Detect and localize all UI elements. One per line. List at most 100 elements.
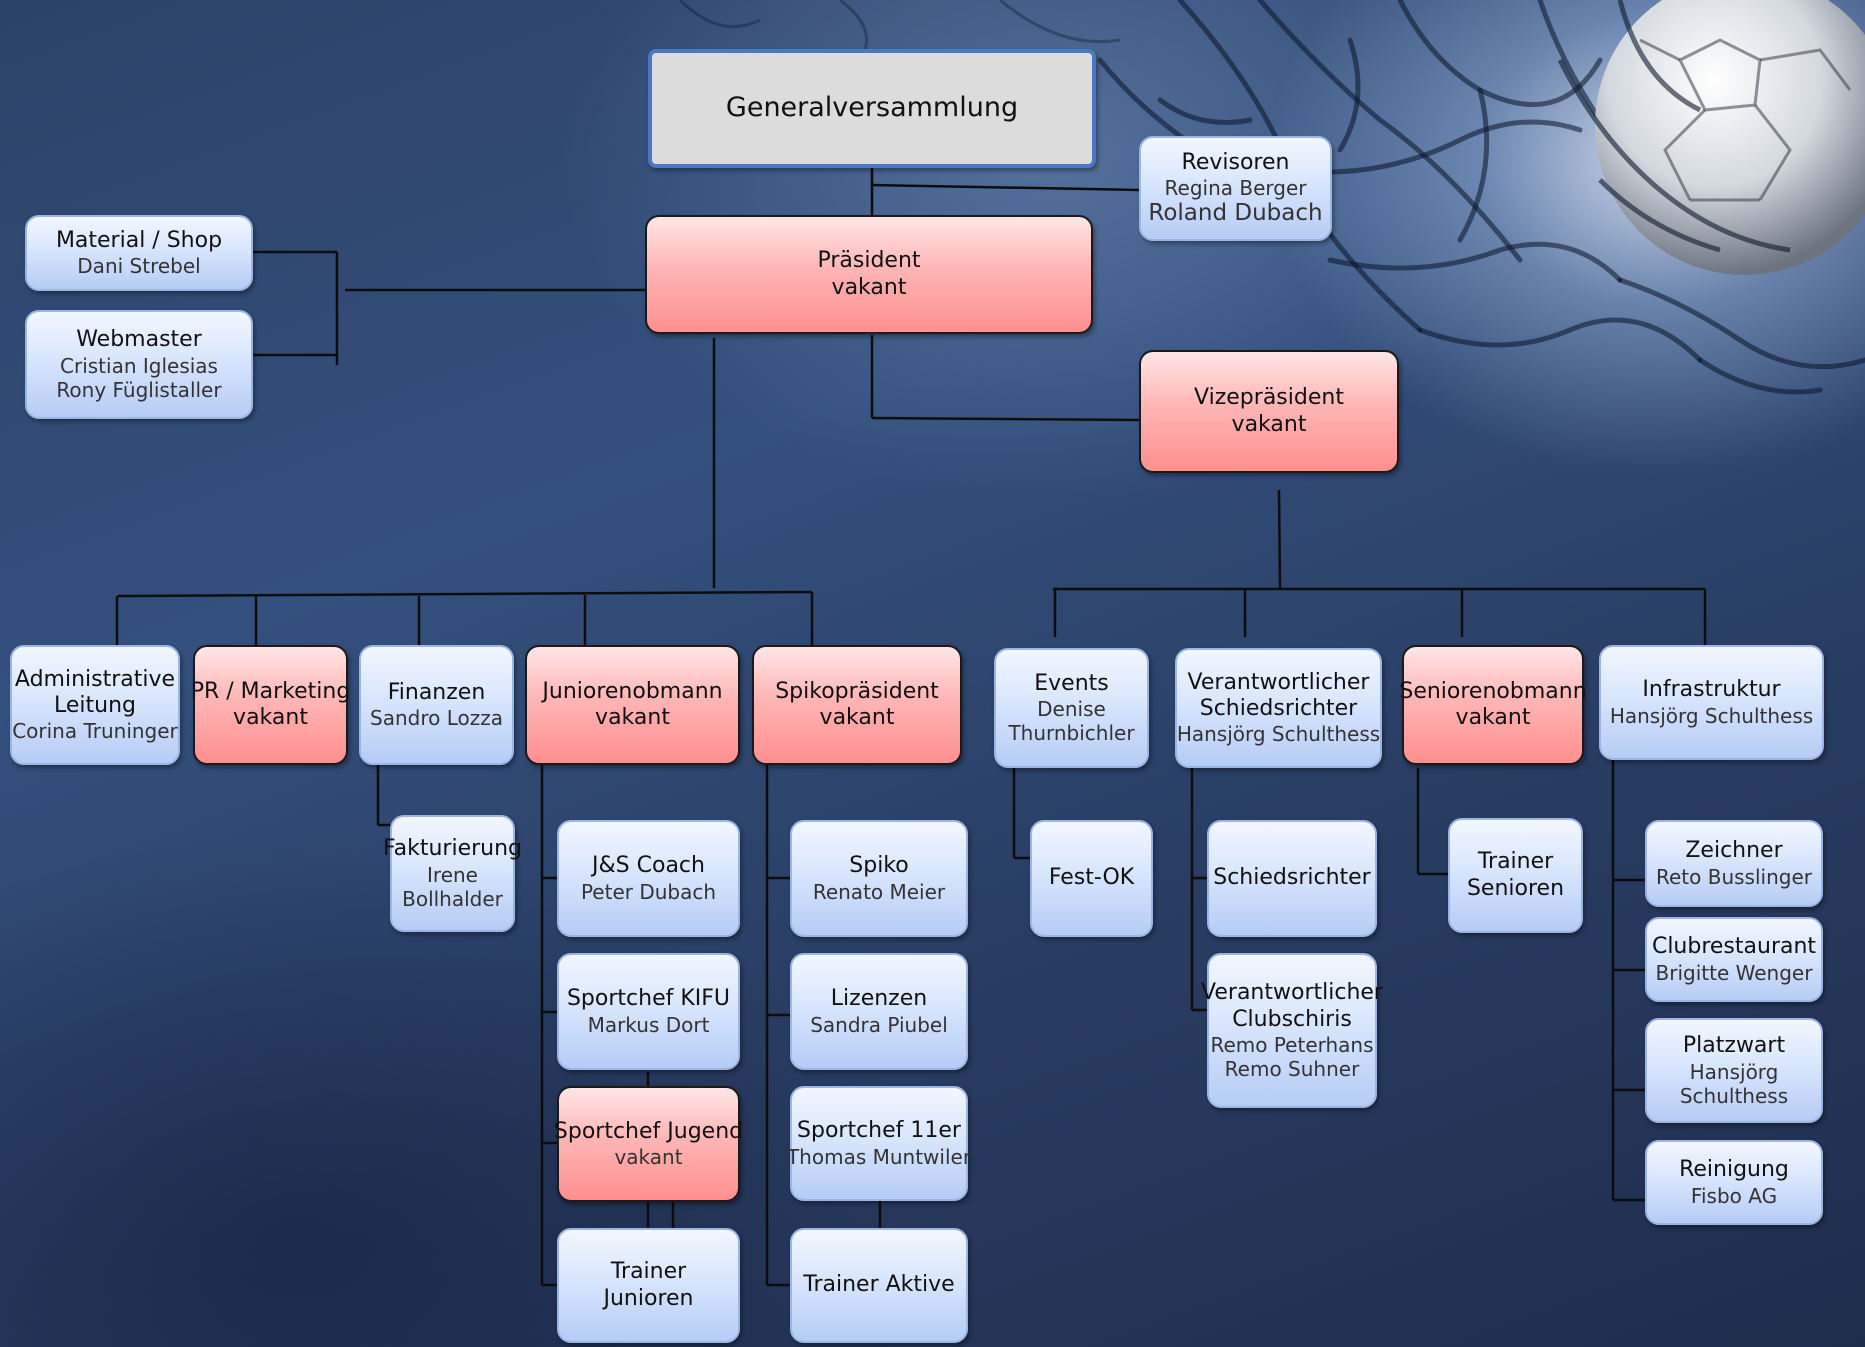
youth-trainer-title-1: Trainer — [610, 1259, 687, 1285]
licenses-title: Lizenzen — [830, 986, 928, 1012]
general-assembly-title: Generalversammlung — [725, 92, 1019, 124]
game-committee-person: Renato Meier — [812, 879, 946, 904]
sportchef-11er-title: Sportchef 11er — [797, 1118, 961, 1144]
youth-trainer-title-2: Junioren — [603, 1285, 694, 1311]
webmaster-title: Webmaster — [76, 327, 202, 353]
president-box: Präsident vakant — [645, 215, 1093, 334]
invoicing-person-1: Irene — [427, 862, 478, 887]
draughtsman-title: Zeichner — [1685, 838, 1783, 864]
licenses-person: Sandra Piubel — [810, 1012, 948, 1037]
game-committee-title: Spiko — [849, 853, 909, 879]
club-restaurant-box: Clubrestaurant Brigitte Wenger — [1645, 917, 1823, 1002]
senior-trainer-box: Trainer Senioren — [1448, 818, 1583, 933]
club-referees-title-1: Verantwortlicher — [1201, 980, 1383, 1006]
senior-trainer-title-2: Senioren — [1466, 875, 1565, 901]
club-restaurant-title: Clubrestaurant — [1651, 934, 1817, 960]
invoicing-title: Fakturierung — [383, 836, 523, 862]
vice-president-box: Vizepräsident vakant — [1139, 350, 1399, 473]
ball-graphic — [1595, 0, 1865, 275]
pr-marketing-person: vakant — [233, 705, 308, 730]
referees-title: Schiedsrichter — [1213, 865, 1371, 891]
president-person: vakant — [831, 274, 907, 300]
senior-chairman-title: Seniorenobmann — [1399, 678, 1587, 704]
auditors-title: Revisoren — [1181, 149, 1290, 175]
referee-lead-title-2: Schiedsrichter — [1199, 696, 1358, 721]
material-shop-title: Material / Shop — [55, 227, 223, 253]
referee-lead-title-1: Verantwortlicher — [1187, 669, 1370, 695]
admin-lead-box: Administrative Leitung Corina Truninger — [10, 645, 180, 765]
webmaster-box: Webmaster Cristian Iglesias Rony Füglist… — [25, 310, 253, 419]
draughtsman-box: Zeichner Reto Busslinger — [1645, 820, 1823, 907]
vice-president-person: vakant — [1231, 411, 1307, 437]
sportchef-kifu-person: Markus Dort — [587, 1012, 710, 1037]
groundskeeper-box: Platzwart Hansjörg Schulthess — [1645, 1018, 1823, 1123]
club-referees-box: Verantwortlicher Clubschiris Remo Peterh… — [1201, 953, 1383, 1108]
js-coach-title: J&S Coach — [592, 853, 705, 879]
active-trainer-title: Trainer Aktive — [803, 1272, 955, 1298]
draughtsman-person: Reto Busslinger — [1656, 864, 1812, 889]
senior-trainer-title-1: Trainer — [1477, 849, 1554, 875]
infrastructure-title: Infrastruktur — [1642, 677, 1781, 703]
vice-president-title: Vizepräsident — [1194, 385, 1344, 411]
events-title: Events — [1034, 670, 1109, 696]
finance-person: Sandro Lozza — [370, 706, 503, 731]
infrastructure-box: Infrastruktur Hansjörg Schulthess — [1599, 645, 1824, 760]
sportchef-youth-person: vakant — [614, 1145, 683, 1170]
invoicing-person-2: Bollhalder — [402, 886, 503, 911]
youth-chairman-title: Juniorenobmann — [542, 678, 723, 704]
pr-marketing-box: PR / Marketing vakant — [190, 645, 351, 765]
finance-box: Finanzen Sandro Lozza — [359, 645, 514, 765]
auditors-member-1: Regina Berger — [1164, 175, 1307, 200]
events-person-1: Denise — [1037, 697, 1106, 722]
licenses-box: Lizenzen Sandra Piubel — [790, 953, 968, 1070]
material-shop-box: Material / Shop Dani Strebel — [25, 215, 253, 291]
youth-trainer-box: Trainer Junioren — [557, 1228, 740, 1343]
cleaning-person: Fisbo AG — [1690, 1183, 1778, 1208]
material-shop-person: Dani Strebel — [77, 254, 201, 279]
game-committee-box: Spiko Renato Meier — [790, 820, 968, 937]
president-title: Präsident — [817, 248, 921, 274]
events-person-2: Thurnbichler — [1008, 721, 1135, 746]
game-committee-president-title: Spikopräsident — [775, 678, 939, 704]
club-restaurant-person: Brigitte Wenger — [1655, 960, 1813, 985]
club-referees-title-2: Clubschiris — [1232, 1006, 1352, 1032]
fest-ok-title: Fest-OK — [1048, 865, 1135, 891]
referee-lead-person: Hansjörg Schulthess — [1176, 722, 1381, 747]
admin-lead-person: Corina Truninger — [12, 719, 178, 744]
js-coach-box: J&S Coach Peter Dubach — [557, 820, 740, 937]
sportchef-youth-box: Sportchef Jugend vakant — [553, 1086, 744, 1202]
cleaning-title: Reinigung — [1679, 1157, 1789, 1183]
js-coach-person: Peter Dubach — [580, 879, 717, 904]
groundskeeper-title: Platzwart — [1682, 1033, 1786, 1059]
infrastructure-person: Hansjörg Schulthess — [1609, 703, 1814, 728]
auditors-box: Revisoren Regina Berger Roland Dubach — [1139, 136, 1332, 241]
club-referees-person-1: Remo Peterhans — [1210, 1032, 1374, 1057]
groundskeeper-person-2: Schulthess — [1679, 1083, 1789, 1108]
referee-lead-box: Verantwortlicher Schiedsrichter Hansjörg… — [1175, 648, 1382, 768]
youth-chairman-person: vakant — [595, 705, 670, 730]
youth-chairman-box: Juniorenobmann vakant — [525, 645, 740, 765]
sportchef-11er-person: Thomas Muntwiler — [786, 1144, 972, 1169]
sportchef-kifu-box: Sportchef KIFU Markus Dort — [557, 953, 740, 1070]
groundskeeper-person-1: Hansjörg — [1689, 1059, 1779, 1084]
referees-box: Schiedsrichter — [1207, 820, 1377, 937]
fest-ok-box: Fest-OK — [1030, 820, 1153, 937]
admin-lead-title-1: Administrative — [14, 666, 176, 692]
general-assembly-box: Generalversammlung — [648, 49, 1096, 168]
invoicing-box: Fakturierung Irene Bollhalder — [383, 815, 522, 932]
sportchef-11er-box: Sportchef 11er Thomas Muntwiler — [786, 1086, 972, 1201]
admin-lead-title-2: Leitung — [54, 693, 136, 718]
pr-marketing-title: PR / Marketing — [190, 678, 351, 704]
webmaster-person-2: Rony Füglistaller — [56, 377, 222, 402]
active-trainer-box: Trainer Aktive — [790, 1228, 968, 1343]
finance-title: Finanzen — [387, 679, 486, 705]
sportchef-youth-title: Sportchef Jugend — [553, 1118, 744, 1144]
cleaning-box: Reinigung Fisbo AG — [1645, 1140, 1823, 1225]
auditors-member-2: Roland Dubach — [1148, 199, 1323, 226]
game-committee-president-box: Spikopräsident vakant — [752, 645, 962, 765]
club-referees-person-2: Remo Suhner — [1224, 1056, 1360, 1081]
senior-chairman-person: vakant — [1455, 705, 1531, 730]
senior-chairman-box: Seniorenobmann vakant — [1399, 645, 1587, 765]
game-committee-president-person: vakant — [819, 705, 895, 730]
sportchef-kifu-title: Sportchef KIFU — [566, 986, 731, 1012]
